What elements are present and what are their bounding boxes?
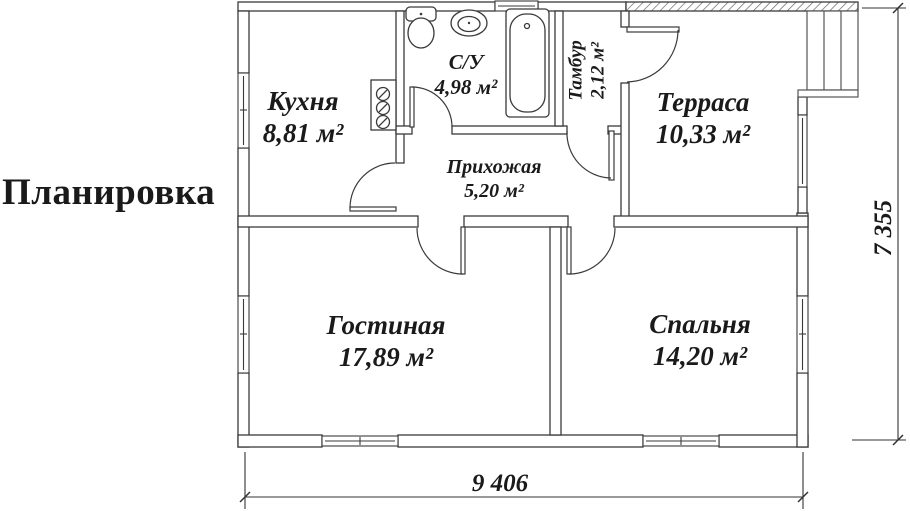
window <box>237 72 250 149</box>
room-area: 4,98 м² <box>434 74 498 99</box>
wall <box>237 215 419 228</box>
wall <box>796 372 809 448</box>
room-area: 10,33 м² <box>655 118 751 149</box>
room-label-bedroom: Спальня 14,20 м² <box>600 309 800 373</box>
window <box>797 114 808 188</box>
wall <box>537 1 627 12</box>
door-bedroom <box>566 226 616 275</box>
room-name: Спальня <box>649 309 751 339</box>
door-swing-arc <box>416 227 464 275</box>
wall <box>797 186 808 214</box>
room-name: Кухня <box>267 86 339 116</box>
wall <box>397 434 644 448</box>
wall <box>620 10 630 28</box>
height-dimension-line <box>852 2 906 446</box>
door-swing-arc <box>411 86 453 128</box>
wall <box>237 1 496 12</box>
toilet-icon <box>405 6 437 49</box>
wall <box>237 434 323 448</box>
wall <box>613 215 809 228</box>
door-swing-arc <box>568 227 616 275</box>
room-label-kitchen: Кухня 8,81 м² <box>203 86 403 150</box>
bathtub-icon <box>505 8 550 118</box>
tick-mark <box>797 491 809 503</box>
fixtures <box>370 6 550 131</box>
width-dimension-line <box>239 452 809 509</box>
window <box>237 295 250 374</box>
room-area: 17,89 м² <box>338 341 434 372</box>
tick-mark <box>892 2 904 14</box>
height-dimension-label: 7 355 <box>870 199 897 257</box>
hatched-wall <box>625 1 859 12</box>
exterior-walls <box>237 1 859 448</box>
dimension-lines <box>239 2 906 509</box>
entrance-steps <box>797 10 859 98</box>
door-swing-arc <box>626 29 679 83</box>
room-name: Прихожая <box>446 156 542 178</box>
stove-icon <box>370 79 397 131</box>
room-area: 5,20 м² <box>464 179 524 202</box>
window <box>642 435 720 447</box>
wall <box>237 10 250 74</box>
door-living-room <box>416 226 466 275</box>
door-vestibule-terrace <box>626 26 680 83</box>
door-swing-arc <box>566 130 612 179</box>
wall <box>451 125 568 135</box>
room-area: 8,81 м² <box>262 117 344 148</box>
width-dimension-label: 9 406 <box>471 470 529 497</box>
room-name: Тамбур <box>565 40 587 101</box>
windows <box>237 0 809 447</box>
room-name: Гостиная <box>326 310 446 340</box>
tick-mark <box>239 491 251 503</box>
room-name: С/У <box>448 50 484 74</box>
wall <box>549 226 562 436</box>
room-name: Терраса <box>656 87 750 117</box>
door-kitchen <box>349 162 397 212</box>
door-swing-arc <box>349 162 396 209</box>
interior-walls <box>237 10 809 436</box>
room-label-bathroom: С/У 4,98 м² <box>406 50 526 100</box>
window <box>796 295 809 374</box>
plan-title: Планировка <box>2 172 216 213</box>
door-vestibule-hall <box>566 130 615 181</box>
room-label-terrace: Терраса 10,33 м² <box>603 87 803 151</box>
sink-icon <box>450 9 488 37</box>
wall <box>554 10 564 127</box>
tick-mark <box>892 434 904 446</box>
room-area: 14,20 м² <box>652 340 748 371</box>
wall <box>463 215 569 228</box>
window <box>321 435 399 447</box>
room-label-hallway: Прихожая 5,20 м² <box>394 156 594 203</box>
wall <box>718 434 809 448</box>
doors <box>349 26 680 275</box>
door-bathroom <box>409 86 453 128</box>
room-label-living-room: Гостиная 17,89 м² <box>286 310 486 374</box>
